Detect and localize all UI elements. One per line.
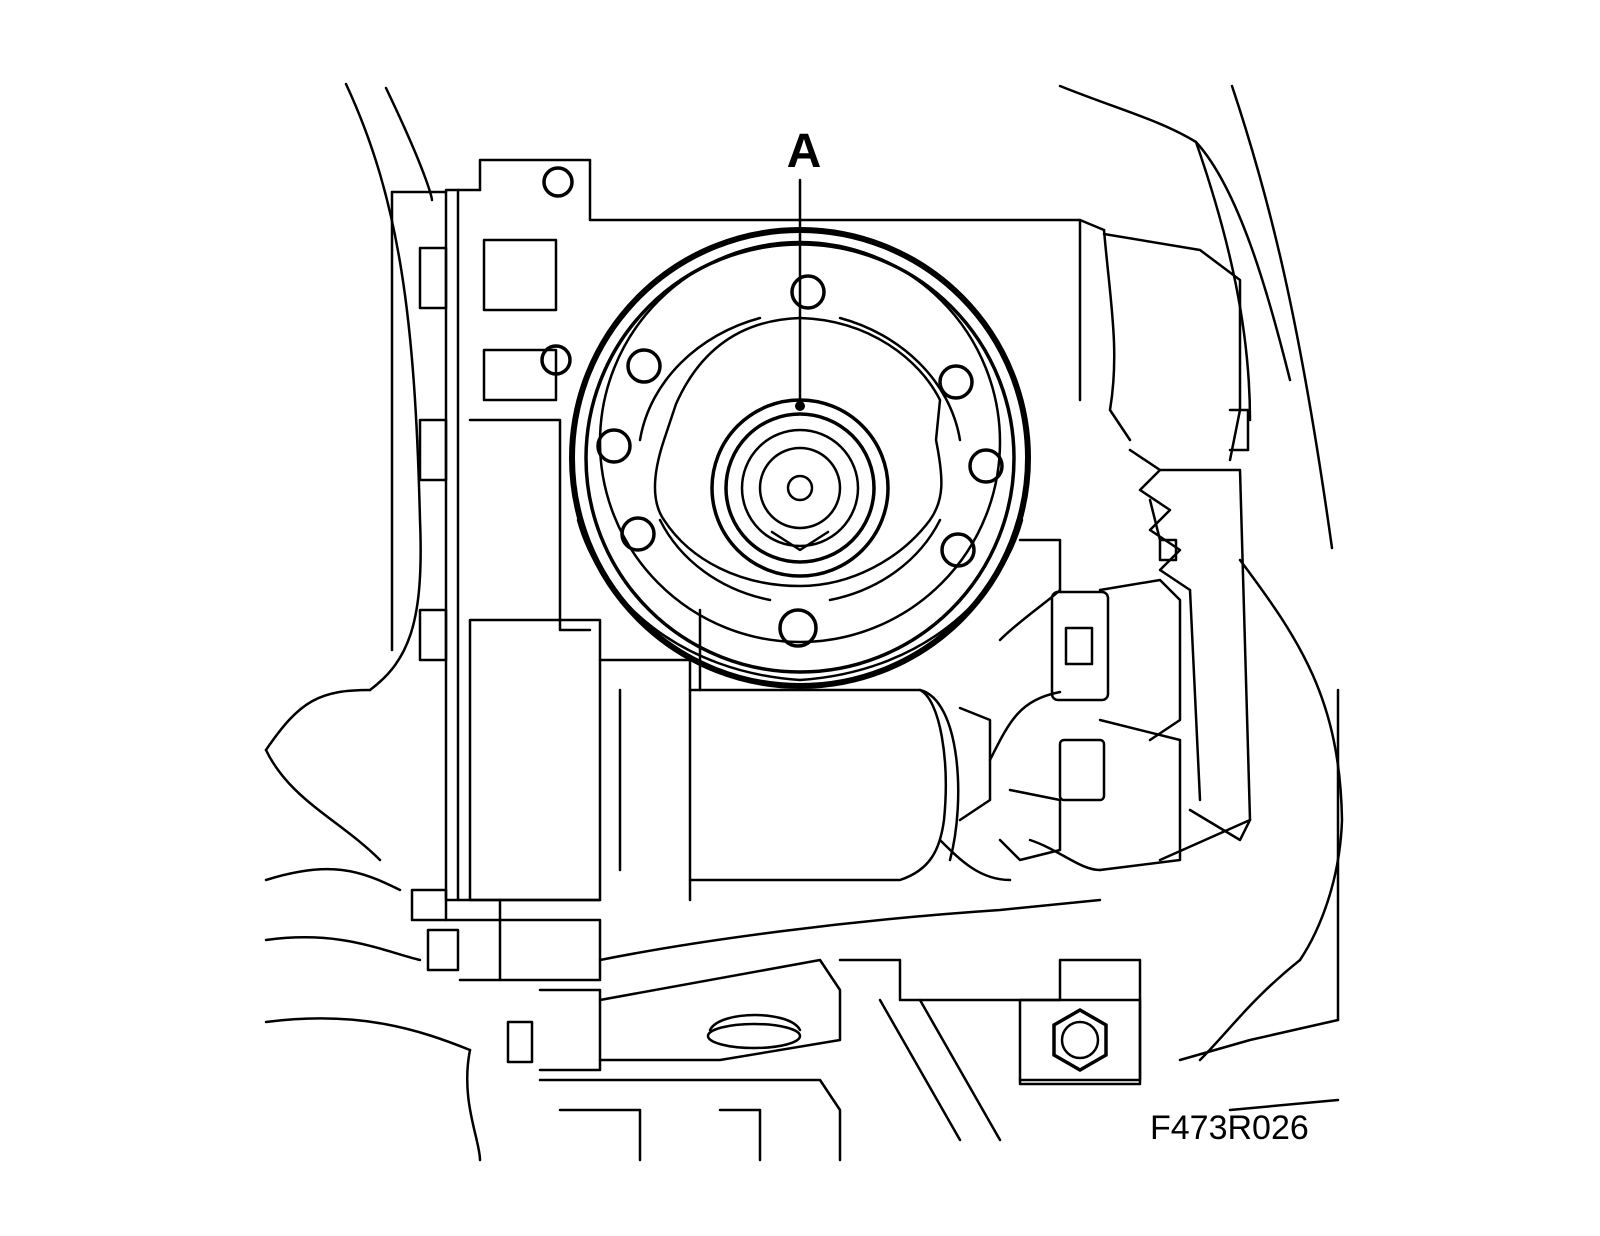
bolt-hole-icon (626, 348, 662, 384)
connector-harness (938, 538, 1182, 882)
toothed-bracket (1128, 448, 1252, 862)
figure-code: F473R026 (1150, 1109, 1309, 1147)
pulley-housing (1078, 218, 1250, 462)
mounting-bracket (390, 158, 1106, 1064)
bracket-hole-icon (542, 166, 574, 198)
callout-label: A (786, 125, 822, 178)
bolt-hole-icon (940, 532, 976, 568)
lower-frame (465, 898, 1142, 1162)
surrounding-body-contours (264, 82, 1344, 1112)
bolt-hole-icon (968, 448, 1004, 484)
bolt-hole-icon (790, 274, 826, 310)
bolt-hole-icon (620, 516, 656, 552)
bolt-hole-icon (938, 364, 974, 400)
bolt-hole-icon (778, 608, 818, 648)
bolt-hole-icon (596, 428, 632, 464)
bracket-hole-icon (540, 344, 572, 376)
pulley (569, 227, 1031, 689)
callout-leader (795, 178, 805, 411)
hex-nut-icon (1052, 1007, 1108, 1073)
electric-motor (598, 608, 992, 902)
